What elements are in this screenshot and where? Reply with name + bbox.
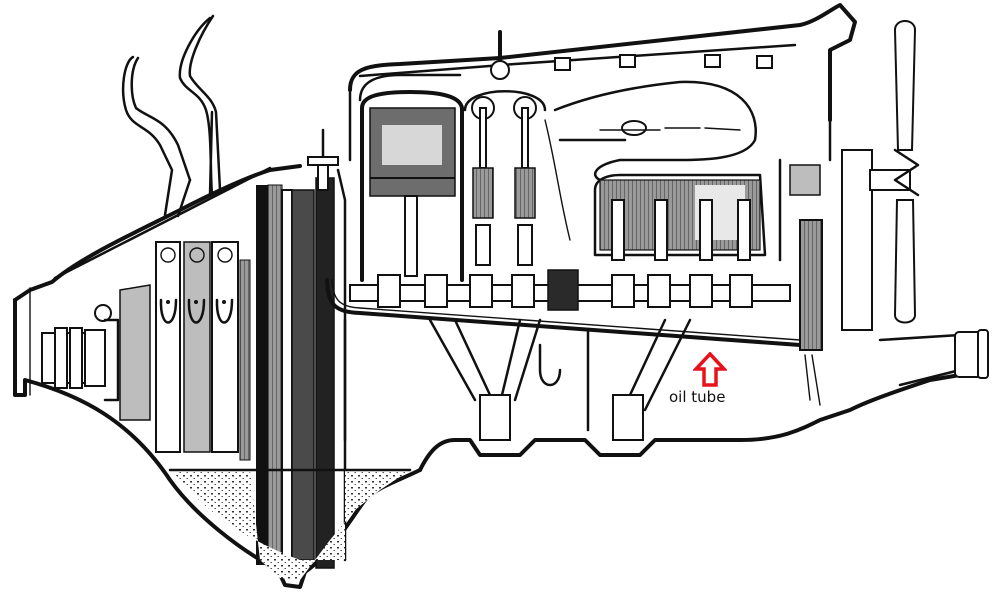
transmission-bands <box>155 241 251 461</box>
connecting-rods <box>428 318 692 441</box>
pedals <box>121 14 222 218</box>
oil-tube <box>325 278 802 347</box>
fan <box>893 20 920 324</box>
arrow-up-icon <box>693 352 727 387</box>
front-pulley <box>878 329 989 387</box>
crankcase <box>343 318 962 472</box>
driveshaft-coupling <box>41 284 151 421</box>
timing-gear <box>789 149 911 406</box>
piston <box>360 90 464 282</box>
camshaft <box>349 269 791 311</box>
exhaust-manifold <box>553 80 757 182</box>
cylinder-head <box>348 3 857 162</box>
cylinder-block-water-jacket <box>593 118 832 262</box>
oil-pan-with-oil <box>168 468 412 580</box>
valves-and-springs <box>463 90 571 266</box>
magneto-flywheel <box>256 128 347 569</box>
oil-tube-label: oil tube <box>669 388 726 406</box>
